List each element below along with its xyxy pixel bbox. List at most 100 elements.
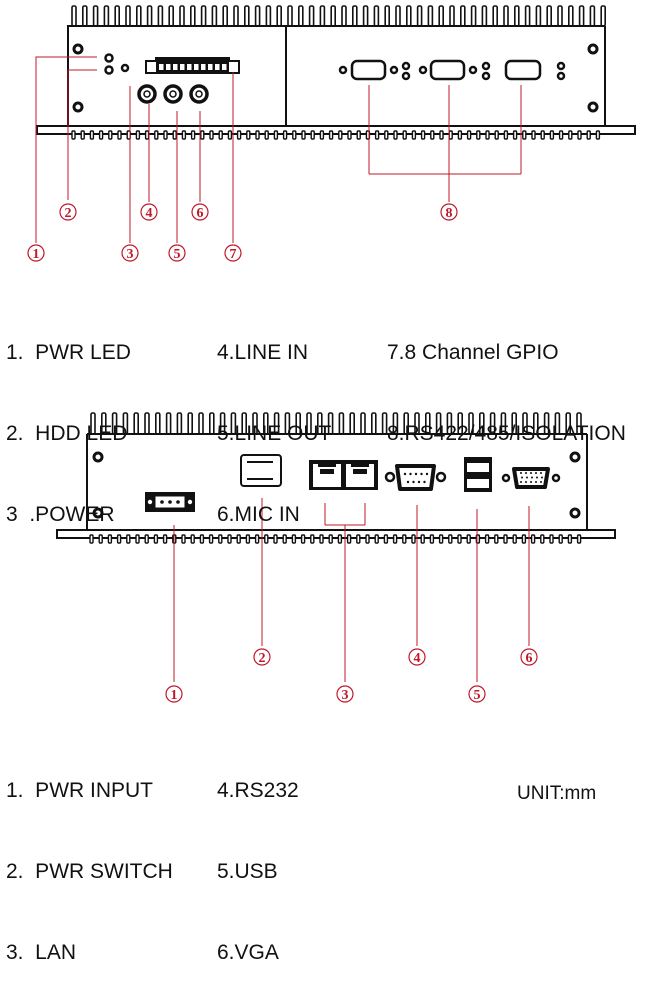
vga-pin xyxy=(530,481,532,483)
fin xyxy=(577,130,582,140)
fin xyxy=(374,130,380,140)
vga-pin xyxy=(540,472,542,474)
fin xyxy=(301,130,306,140)
fin xyxy=(578,5,585,27)
db9-pin xyxy=(406,480,410,484)
fin xyxy=(503,130,509,140)
fin xyxy=(485,130,490,140)
fin xyxy=(349,412,356,435)
fin xyxy=(218,130,223,140)
svg-text:2: 2 xyxy=(65,206,72,221)
rs485-port-icon xyxy=(429,59,466,81)
fin xyxy=(448,130,453,140)
legend-item: 6.VGA xyxy=(217,941,279,964)
legend-item: 4.LINE IN xyxy=(217,341,309,364)
fin xyxy=(338,130,343,140)
fin xyxy=(381,412,388,435)
fin xyxy=(546,5,553,27)
fin xyxy=(337,534,343,544)
vga-pin xyxy=(531,476,533,479)
fin xyxy=(144,412,150,435)
fin xyxy=(360,412,366,435)
gpio-pin xyxy=(208,64,213,70)
fin xyxy=(246,130,251,140)
fin xyxy=(98,130,104,140)
fin xyxy=(457,534,462,544)
fin xyxy=(558,130,564,140)
fin xyxy=(190,5,196,27)
fin xyxy=(125,5,131,27)
fin xyxy=(255,130,260,140)
callout-4: 4 xyxy=(140,203,158,221)
fin xyxy=(92,5,99,27)
fin xyxy=(346,534,352,544)
fin xyxy=(300,534,306,544)
fin xyxy=(347,130,352,140)
fin xyxy=(540,130,545,140)
fin xyxy=(586,130,591,140)
fin xyxy=(236,130,242,140)
vga-pin xyxy=(530,472,532,474)
fin xyxy=(89,534,94,544)
fin xyxy=(365,534,370,544)
fin xyxy=(282,534,287,544)
screw-icon xyxy=(92,507,104,519)
unit-label: UNIT:mm xyxy=(517,783,597,804)
fin xyxy=(89,130,95,140)
fin xyxy=(292,130,297,140)
top-base-flange xyxy=(36,125,636,135)
fin xyxy=(190,534,195,544)
fin xyxy=(427,5,434,27)
vga-pin xyxy=(525,472,527,474)
fin xyxy=(356,534,361,544)
fin xyxy=(107,534,113,544)
fin xyxy=(402,130,407,140)
fin xyxy=(384,5,391,27)
fin xyxy=(438,534,444,544)
vga-pin xyxy=(540,481,542,483)
top-legend-col3: 7.8 Channel GPIO 8.RS422/485/ISOLATION xyxy=(387,285,626,474)
fin xyxy=(162,534,168,544)
isolation-port-icon xyxy=(504,59,542,81)
fin xyxy=(200,130,205,140)
fin xyxy=(308,5,315,27)
gpio-pin xyxy=(194,64,199,70)
fin xyxy=(512,534,517,544)
fin xyxy=(589,5,596,27)
pwr-led-icon xyxy=(104,53,114,63)
rs422-port-icon xyxy=(350,59,387,81)
svg-text:4: 4 xyxy=(146,206,153,221)
fin xyxy=(448,534,453,544)
bottom-chassis xyxy=(56,412,616,544)
fin xyxy=(531,130,536,140)
fin xyxy=(254,534,260,544)
fin xyxy=(362,5,369,27)
screw-icon xyxy=(587,101,599,113)
gpio-mount-hole xyxy=(147,62,156,72)
callout-8: 8 xyxy=(440,203,458,221)
fin xyxy=(157,5,164,27)
top-screws xyxy=(72,43,599,113)
fin xyxy=(459,5,466,27)
fin xyxy=(264,534,269,544)
fin xyxy=(71,5,77,27)
screw-icon xyxy=(569,451,581,463)
svg-text:3: 3 xyxy=(127,247,134,262)
gpio-pin xyxy=(187,64,192,70)
legend-item: 5.USB xyxy=(217,860,278,883)
fin xyxy=(319,130,325,140)
fin xyxy=(503,5,509,27)
fin xyxy=(568,130,573,140)
fin xyxy=(549,130,555,140)
top-legend-col1: 1. PWR LED 2. HDD LED 3 .POWER xyxy=(6,285,131,555)
legend-item: 1. PWR INPUT xyxy=(6,779,154,802)
svg-text:5: 5 xyxy=(174,247,181,262)
fin xyxy=(82,5,88,27)
legend-item: 5.LINE OUT xyxy=(217,422,332,445)
callout-1: 1 xyxy=(165,685,183,703)
fin xyxy=(236,534,241,544)
callout-2: 2 xyxy=(59,203,77,221)
fin xyxy=(211,5,218,27)
fin xyxy=(395,5,401,27)
vga-pin xyxy=(521,476,523,479)
